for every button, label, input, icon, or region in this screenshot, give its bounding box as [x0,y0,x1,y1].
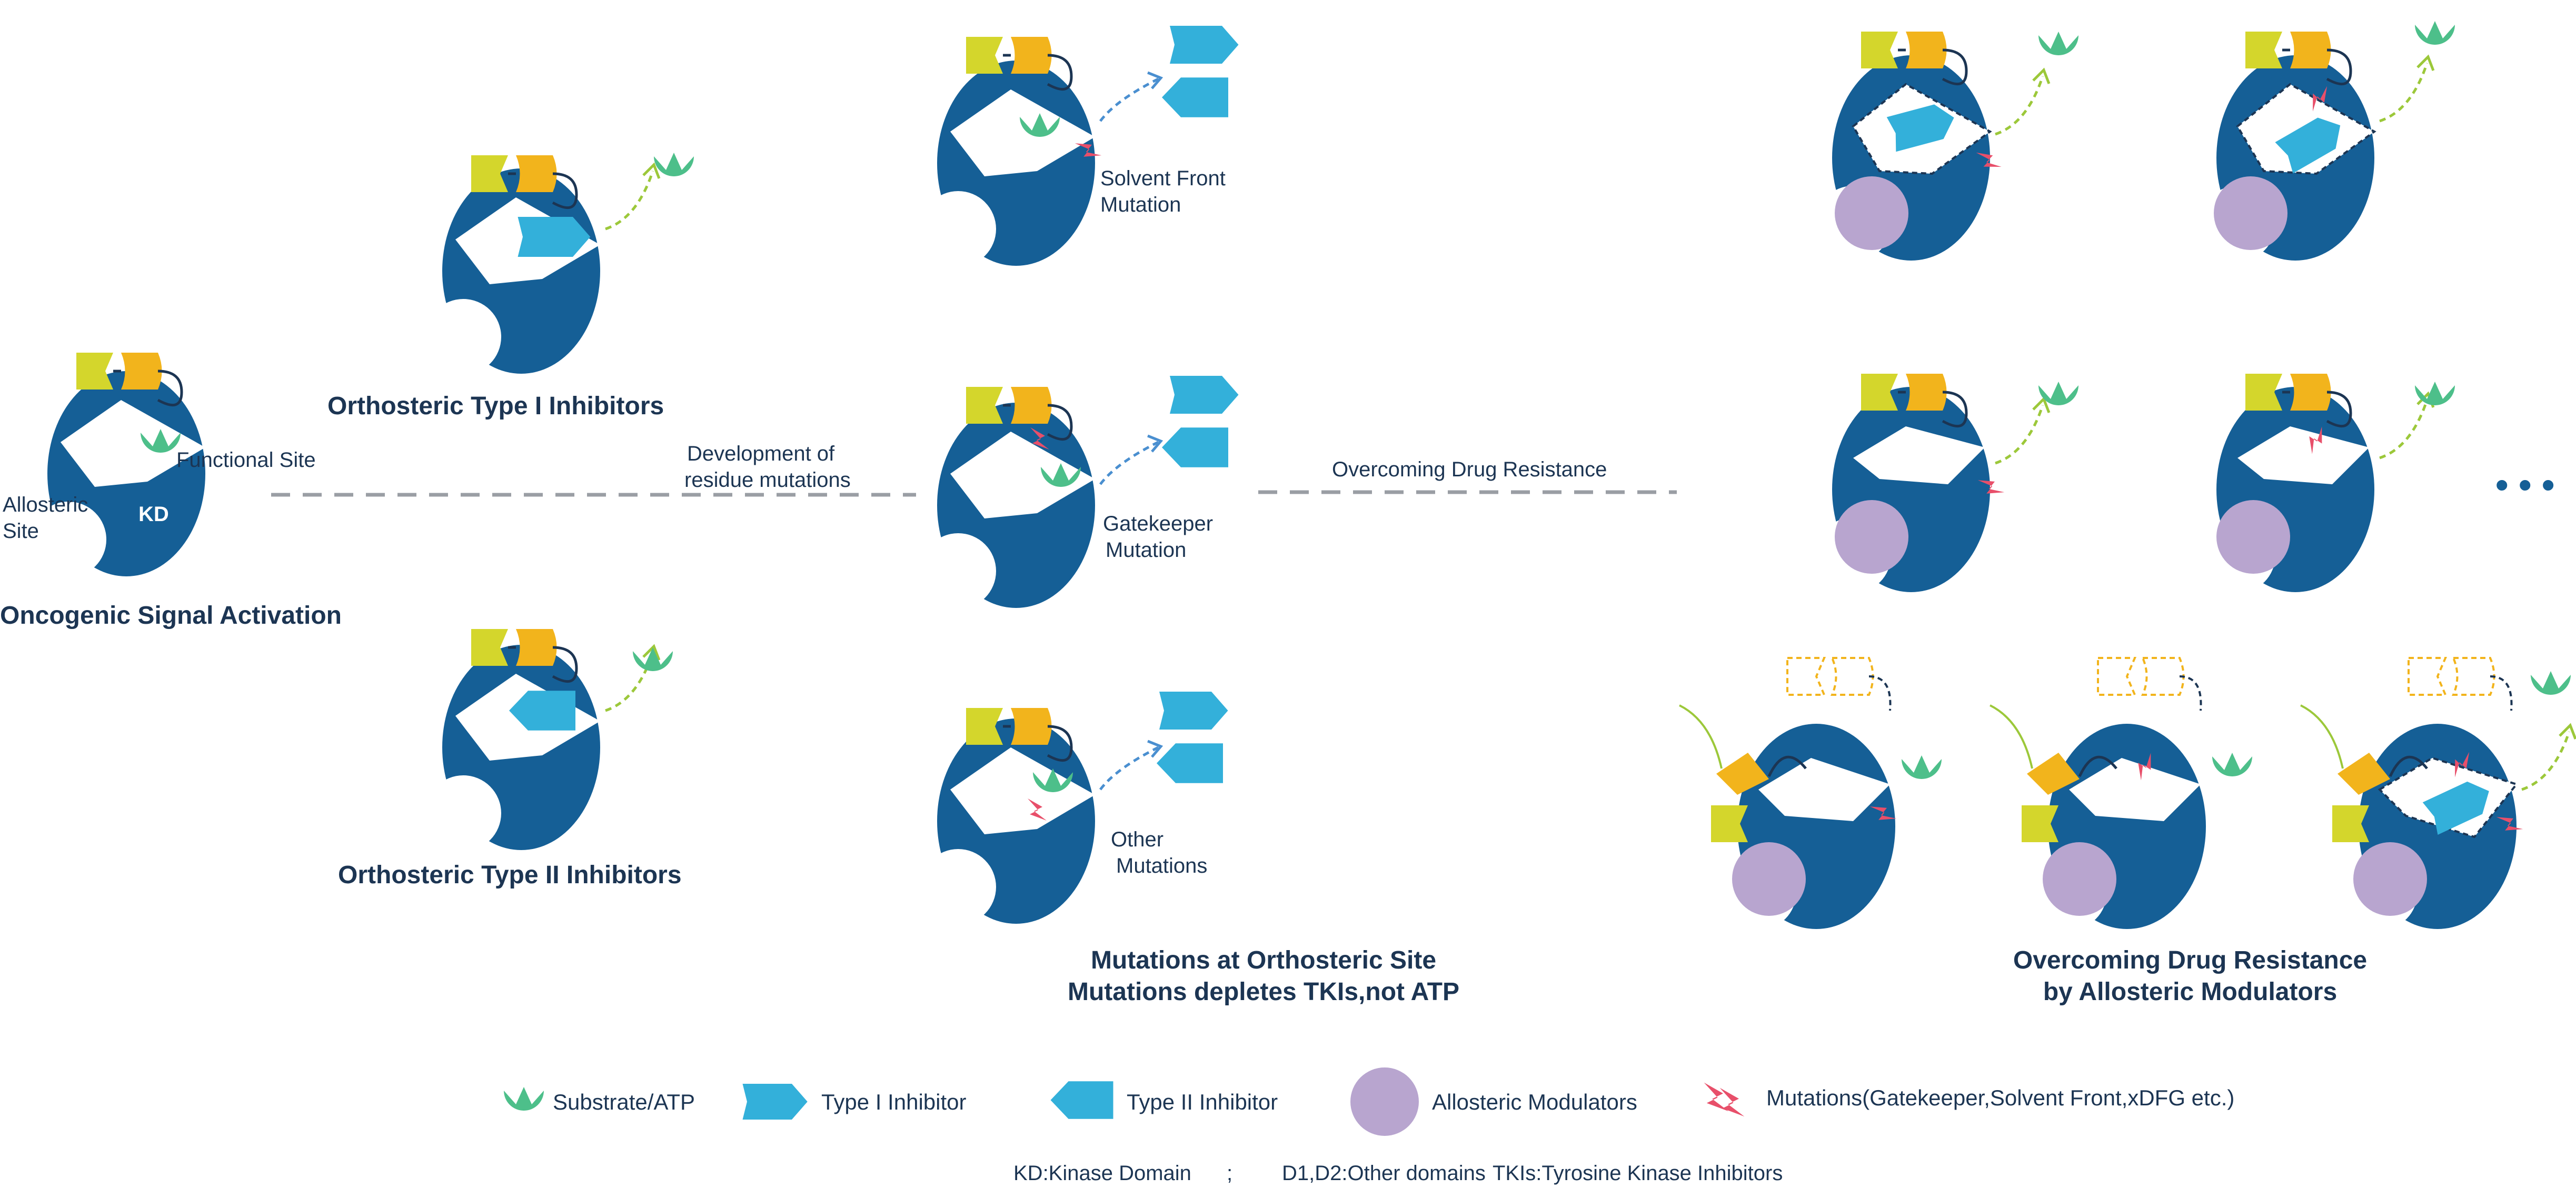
gatekeeper-label-1: Gatekeeper [1103,512,1213,535]
solvent-front-label-2: Mutation [1100,193,1181,216]
d2-label: D2 [63,326,89,348]
allosteric-kinase-r2c2 [2200,374,2455,593]
footnote-domains: D1,D2:Other domains [1282,1162,1486,1185]
type1-inhibitor-kinase [425,153,694,375]
d1-label: D1 [138,317,164,339]
solvent-front-label-1: Solvent Front [1100,167,1226,190]
allosteric-kinase-r2c1 [1815,374,2078,593]
right-title-1: Overcoming Drug Resistance [2013,946,2367,974]
functional-site-label: Functional Site [176,448,316,472]
legend-substrate-icon [504,1087,544,1111]
footnote-tki: TKIs:Tyrosine Kinase Inhibitors [1493,1162,1783,1185]
allosteric-site-label-2: Site [3,520,39,543]
legend-mutations-label: Mutations(Gatekeeper,Solvent Front,xDFG … [1766,1085,2234,1110]
mutations-title-2: Mutations depletes TKIs,not ATP [1068,978,1459,1006]
allosteric-kinase-r1c1 [1815,32,2078,262]
allosteric-kinase-r3c3 [2300,657,2575,930]
ellipsis-dots: • • • [2495,464,2554,505]
legend: Substrate/ATP Type I Inhibitor Type II I… [504,1067,2234,1136]
allosteric-site-label-1: Allosteric [3,493,88,516]
footnote-kd: KD:Kinase Domain [1013,1162,1191,1185]
legend-type1-icon [742,1084,808,1120]
legend-type2-label: Type II Inhibitor [1127,1090,1278,1114]
allosteric-modulator-icon [1835,176,1908,250]
type2-title: Orthosteric Type II Inhibitors [338,861,682,889]
legend-type1-label: Type I Inhibitor [821,1090,966,1114]
right-title-2: by Allosteric Modulators [2043,978,2337,1006]
legend-substrate-label: Substrate/ATP [553,1090,695,1114]
dev-label-2: residue mutations [684,468,851,492]
oncogenic-title: Oncogenic Signal Activation [0,602,342,630]
solvent-front-kinase [920,26,1239,267]
dev-label-1: Development of [687,442,835,465]
allosteric-kinase-r3c1 [1679,657,1942,930]
other-mutations-label-1: Other [1111,828,1163,851]
allosteric-kinase-r1c2 [2200,21,2455,262]
type1-title: Orthosteric Type I Inhibitors [327,392,664,420]
type2-inhibitor-kinase [425,629,673,851]
legend-allosteric-icon [1350,1067,1419,1136]
mutations-title-1: Mutations at Orthosteric Site [1091,946,1436,974]
overcoming-label: Overcoming Drug Resistance [1332,458,1607,481]
legend-type2-icon [1050,1081,1113,1119]
other-mutations-label-2: Mutations [1116,854,1207,877]
legend-mutation-icon [1704,1082,1745,1117]
footnote: KD:Kinase Domain ; D1,D2:Other domains T… [1013,1162,1783,1185]
kd-label: KD [138,503,169,526]
legend-allosteric-label: Allosteric Modulators [1432,1090,1637,1114]
gatekeeper-label-2: Mutation [1106,538,1186,562]
allosteric-kinase-r3c2 [1990,657,2252,930]
footnote-separator: ; [1227,1162,1232,1185]
other-mutations-kinase [920,692,1228,925]
gatekeeper-kinase [920,376,1239,609]
